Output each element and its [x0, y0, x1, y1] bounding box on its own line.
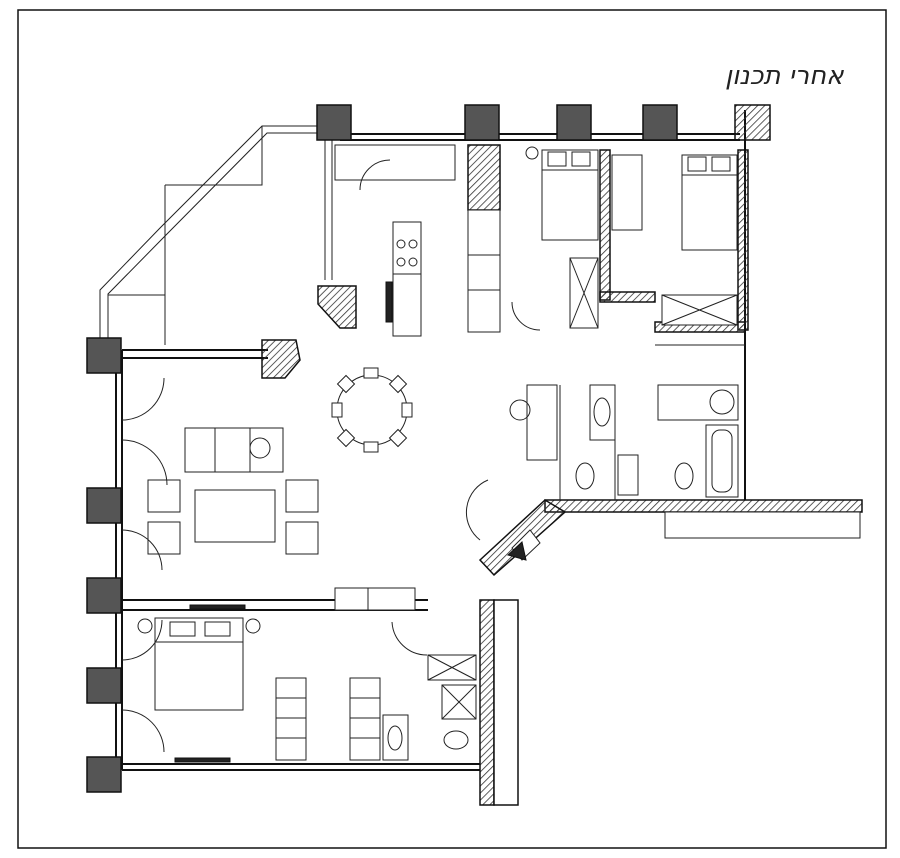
column [86, 577, 122, 614]
entrance [465, 479, 541, 561]
toilet [575, 462, 595, 490]
armchair [147, 479, 181, 513]
sofa [184, 427, 284, 473]
desk [611, 154, 643, 231]
drawing-frame [17, 9, 887, 849]
kitchen-cabinets [467, 209, 501, 333]
column [86, 487, 122, 524]
closet [275, 677, 307, 761]
stove-island [392, 221, 422, 275]
column [86, 756, 122, 793]
master-bedroom [121, 587, 477, 763]
closet [349, 677, 381, 761]
dining-area [331, 367, 413, 453]
bathrooms [509, 344, 861, 539]
kitchen [334, 144, 501, 337]
chair [509, 399, 531, 421]
bedroom-2 [611, 154, 738, 326]
island-counter [392, 273, 422, 337]
armchair [285, 521, 319, 555]
column [316, 104, 352, 141]
study-desk [526, 384, 558, 461]
bedroom-1 [511, 146, 599, 331]
living-room [121, 377, 319, 571]
column [642, 104, 678, 141]
column [86, 337, 122, 374]
armchair [147, 521, 181, 555]
armchair [285, 479, 319, 513]
vanity [382, 714, 409, 761]
person-figure [249, 437, 271, 459]
toilet [674, 462, 694, 490]
column [464, 104, 500, 141]
column [86, 667, 122, 704]
plan-title: אחרי תכנון [725, 61, 844, 91]
balcony [99, 125, 333, 345]
toilet [443, 730, 469, 750]
column [556, 104, 592, 141]
shelf [334, 587, 416, 611]
structural-columns [86, 104, 678, 793]
coffee-table [194, 489, 276, 543]
